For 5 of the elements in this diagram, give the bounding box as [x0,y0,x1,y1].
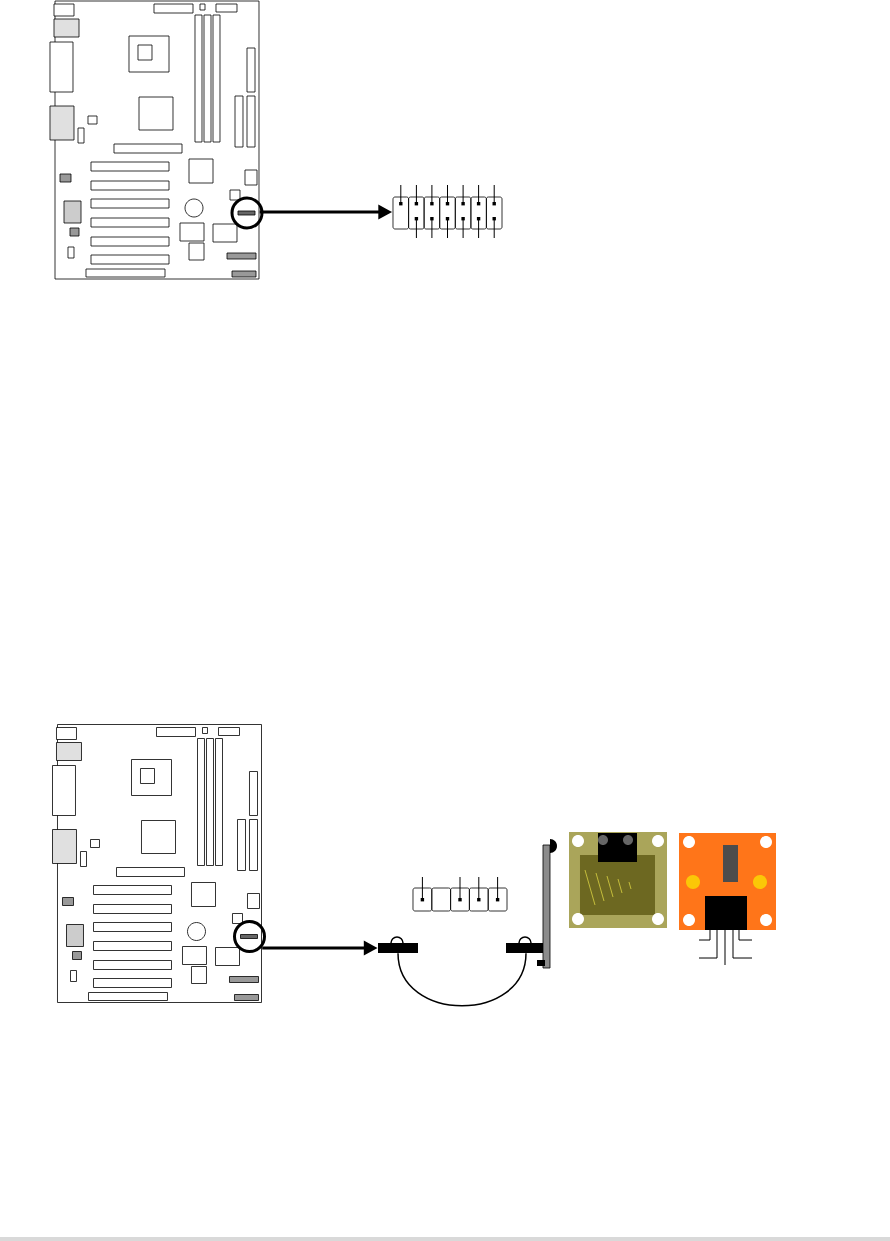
cable-plug-drawing [378,936,418,953]
pin-header-drawing [392,184,503,239]
pin-header-drawing [412,876,508,912]
motherboard-drawing [49,0,264,280]
motherboard-drawing [52,724,266,1003]
